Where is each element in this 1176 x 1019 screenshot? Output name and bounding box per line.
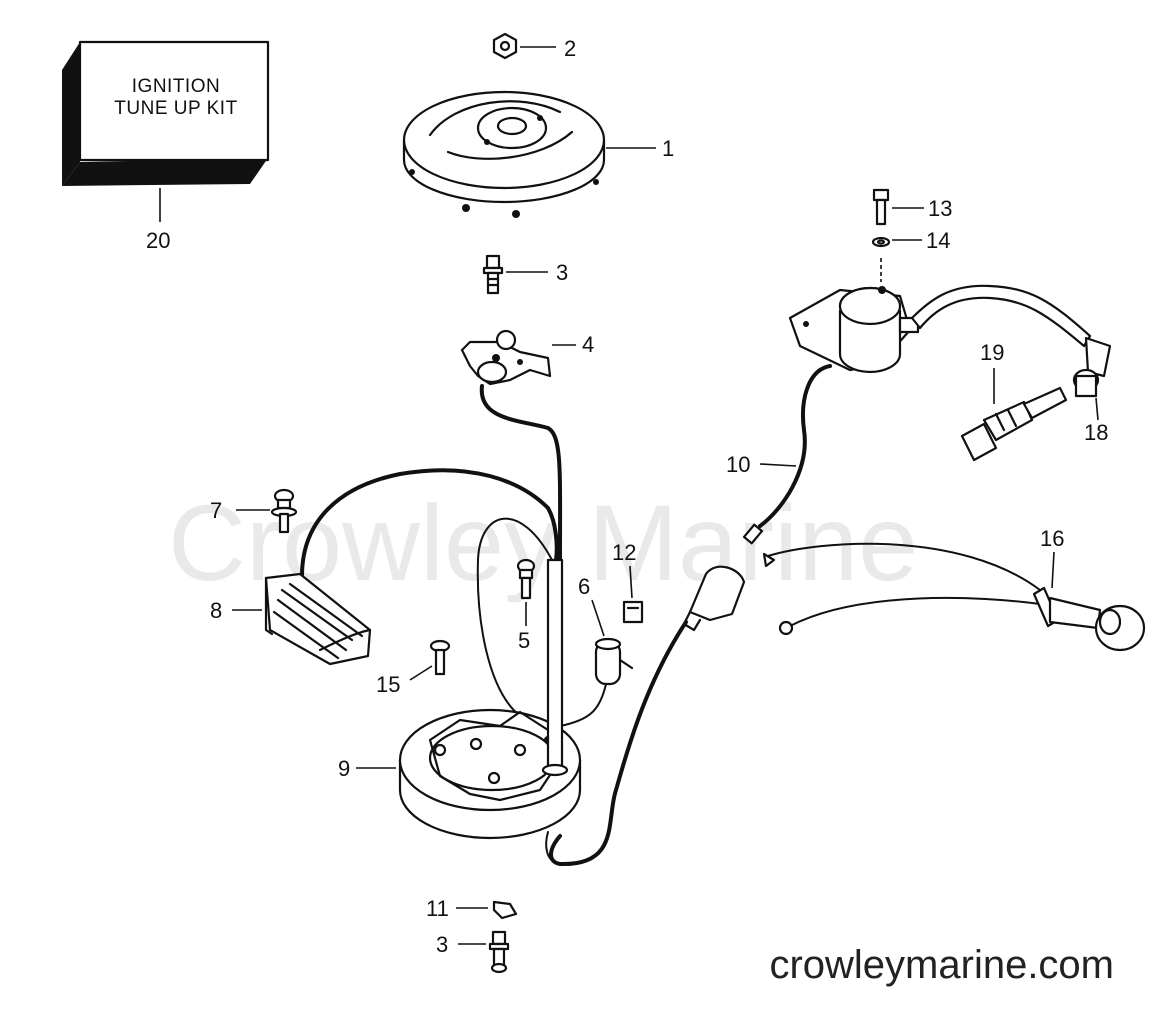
connector-boot[interactable] — [682, 565, 746, 632]
callout-12: 12 — [612, 540, 636, 565]
condenser[interactable] — [559, 637, 634, 727]
callout-3a: 3 — [556, 260, 568, 285]
points-lead-wire — [479, 384, 563, 562]
stop-switch[interactable] — [762, 542, 1146, 652]
charge-coil[interactable] — [264, 572, 372, 666]
connector-clip[interactable] — [622, 600, 644, 624]
stator-plate[interactable] — [398, 558, 582, 840]
callout-8: 8 — [210, 598, 222, 623]
callout-7: 7 — [210, 498, 222, 523]
callout-14: 14 — [926, 228, 950, 253]
primary-wire-terminal — [742, 523, 764, 545]
coil-washer[interactable] — [871, 236, 891, 248]
wire-clip[interactable] — [492, 900, 518, 920]
high-tension-lead — [910, 284, 1092, 348]
screw-upper[interactable] — [482, 254, 504, 295]
callout-15: 15 — [376, 672, 400, 697]
callout-5: 5 — [518, 628, 530, 653]
screw-5[interactable] — [516, 558, 536, 600]
callout-4: 4 — [582, 332, 594, 357]
flywheel-nut[interactable] — [492, 32, 518, 60]
flywheel[interactable] — [402, 90, 606, 218]
coil-lead-wire — [300, 468, 559, 578]
screw-lower[interactable] — [488, 930, 510, 974]
breaker-points[interactable] — [460, 329, 552, 386]
coil-screw[interactable] — [270, 488, 298, 534]
callout-20: 20 — [146, 228, 170, 253]
callout-labels: 1 2 3 3 4 5 6 7 8 9 10 11 12 13 14 15 16… — [146, 36, 1108, 957]
spark-plug-boot[interactable] — [1072, 336, 1112, 398]
callout-19: 19 — [980, 340, 1004, 365]
tune-up-kit-box[interactable]: IGNITION TUNE UP KIT — [62, 40, 270, 186]
spark-plug[interactable] — [960, 386, 1068, 462]
loop-wire — [476, 517, 553, 717]
callout-3b: 3 — [436, 932, 448, 957]
kit-box-line2: TUNE UP KIT — [114, 98, 237, 119]
ignition-coil[interactable] — [788, 286, 920, 374]
primary-wire — [758, 364, 832, 528]
footer-site-name: crowleymarine.com — [769, 943, 1114, 987]
callout-2: 2 — [564, 36, 576, 61]
screw-15[interactable] — [429, 639, 451, 676]
callout-11: 11 — [426, 896, 449, 921]
callout-6: 6 — [578, 574, 590, 599]
callout-9: 9 — [338, 756, 350, 781]
kit-box-line1: IGNITION — [132, 76, 220, 97]
callout-18: 18 — [1084, 420, 1108, 445]
coil-bolt[interactable] — [872, 188, 890, 226]
callout-16: 16 — [1040, 526, 1064, 551]
callout-10: 10 — [726, 452, 750, 477]
callout-13: 13 — [928, 196, 952, 221]
callout-1: 1 — [662, 136, 674, 161]
